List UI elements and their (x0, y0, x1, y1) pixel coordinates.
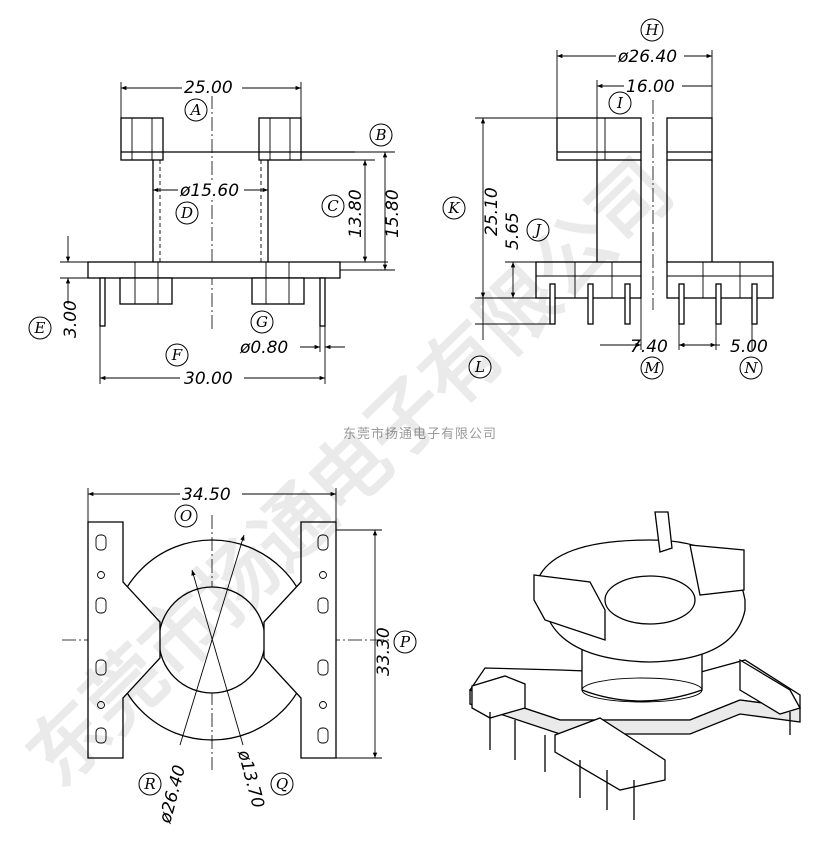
base-left-block (119, 277, 173, 305)
top-view: 34.50 33.30 ø26.40 ø13.70 O P Q R (62, 484, 417, 826)
dim-top-width: 25.00 (184, 78, 233, 98)
dim-flange-diameter: ø26.40 (617, 47, 677, 67)
isometric-view (468, 511, 801, 820)
svg-text:K: K (447, 199, 460, 217)
label-g: G (250, 310, 274, 334)
iso-left-pin-block (471, 675, 526, 719)
side-pin-4 (678, 283, 685, 325)
iso-left-clip (533, 574, 606, 641)
right-pin-frame (263, 521, 337, 759)
side-pin-1 (549, 283, 556, 325)
svg-text:R: R (143, 775, 155, 793)
front-view: 25.00 ø15.60 13.80 15.80 3.00 ø0.80 30.0… (28, 78, 403, 389)
label-n: N (739, 356, 763, 380)
side-view: ø26.40 16.00 25.10 5.65 7.40 5.00 H I (442, 18, 774, 380)
svg-text:E: E (34, 319, 46, 337)
svg-text:N: N (743, 359, 758, 377)
dim-pin-span: 30.00 (184, 369, 233, 389)
dim-base-height: 5.65 (503, 212, 523, 250)
label-b: B (369, 123, 393, 147)
iso-top-clip (654, 511, 673, 553)
svg-text:P: P (399, 633, 411, 651)
svg-text:A: A (189, 101, 202, 119)
dim-center-gap: 7.40 (630, 337, 668, 357)
dim-core-top-diameter: ø13.70 (233, 747, 268, 810)
label-c: C (321, 194, 345, 218)
dim-winding-height: 13.80 (346, 189, 366, 238)
svg-text:I: I (616, 94, 624, 112)
iso-right-pin-block (739, 658, 801, 715)
pin-right (319, 277, 326, 327)
svg-text:C: C (327, 197, 339, 215)
svg-text:J: J (532, 221, 542, 239)
iso-right-clip (689, 544, 745, 596)
side-top-right-flange (666, 117, 713, 161)
dim-overall-depth: 33.30 (374, 627, 394, 676)
label-p: P (393, 630, 417, 654)
dim-total-height: 25.10 (482, 187, 502, 236)
label-i: I (608, 91, 632, 115)
label-a: A (184, 98, 208, 122)
label-d: D (175, 201, 199, 225)
svg-text:M: M (643, 359, 660, 377)
side-pin-5 (715, 283, 722, 325)
label-r: R (138, 772, 162, 796)
svg-text:O: O (180, 507, 192, 525)
dim-ring-diameter: ø26.40 (155, 763, 190, 826)
side-top-left-flange (556, 117, 642, 161)
label-e: E (28, 316, 52, 340)
iso-base-edge (469, 689, 801, 735)
dim-inner-width: 16.00 (626, 77, 675, 97)
base-right-block (251, 277, 305, 305)
iso-top-hole (604, 575, 696, 625)
label-k: K (442, 196, 466, 220)
company-caption: 东莞市扬通电子有限公司 (343, 426, 497, 442)
svg-text:G: G (256, 313, 268, 331)
svg-text:Q: Q (276, 775, 288, 793)
label-h: H (640, 18, 664, 42)
label-q: Q (270, 772, 294, 796)
top-left-flange (120, 117, 164, 161)
dim-inner-height: 15.80 (383, 189, 403, 238)
svg-text:F: F (171, 346, 183, 364)
base-plate (87, 261, 341, 279)
label-o: O (174, 504, 198, 528)
dim-core-diameter: ø15.60 (179, 181, 239, 201)
iso-front-pin-block (554, 717, 666, 791)
svg-text:B: B (374, 126, 386, 144)
label-m: M (640, 356, 664, 380)
left-pin-frame (87, 521, 161, 759)
side-pin-2 (587, 283, 594, 325)
svg-text:D: D (180, 204, 193, 222)
pin-left (99, 277, 106, 327)
label-l: L (468, 355, 492, 379)
label-j: J (526, 218, 550, 242)
svg-text:H: H (644, 21, 659, 39)
top-right-flange (258, 117, 302, 161)
side-pin-3 (624, 283, 631, 325)
dim-pin-pitch: 5.00 (730, 337, 768, 357)
svg-text:L: L (474, 358, 485, 376)
label-f: F (165, 343, 189, 367)
dim-pin-diameter: ø0.80 (239, 338, 288, 358)
side-pin-6 (751, 283, 758, 325)
dim-overall-width: 34.50 (182, 485, 231, 505)
dim-base-thickness: 3.00 (61, 300, 81, 338)
